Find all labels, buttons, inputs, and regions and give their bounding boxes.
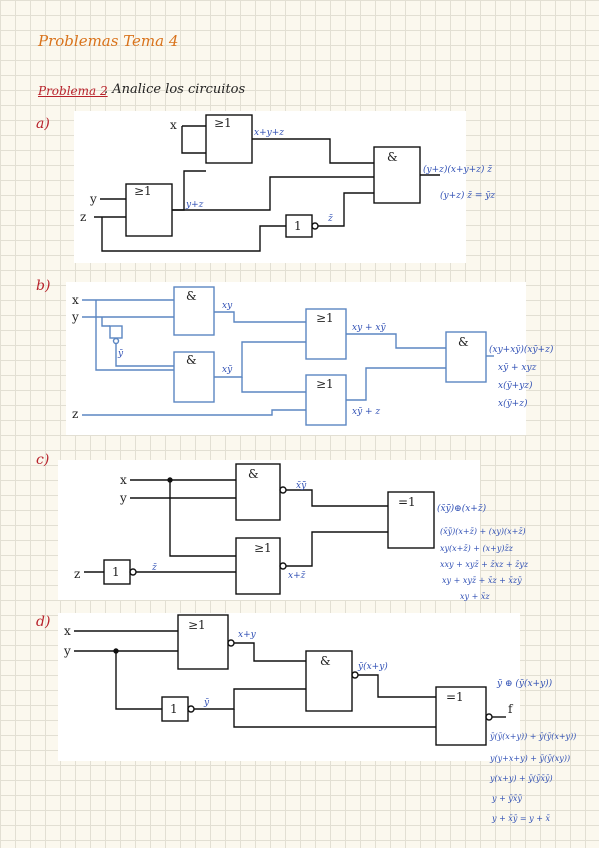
d-or-bubble bbox=[227, 639, 235, 647]
c-note-nand-out: x̄ȳ̄ bbox=[296, 481, 307, 491]
problem-instruction: . Analice los circuitos bbox=[104, 82, 246, 97]
circuit-c-card: x y z & ≥1 1 =1 x̄ȳ̄ z̄ x+z̄ bbox=[58, 460, 480, 600]
d-xor-gate-label: =1 bbox=[446, 690, 464, 704]
c-input-x: x bbox=[120, 473, 127, 487]
c-or-gate-label: ≥1 bbox=[254, 541, 272, 555]
d-result-5: y + ȳx̄ȳ bbox=[492, 794, 522, 803]
b-note-or2-out: xȳ + z bbox=[352, 407, 380, 417]
d-result-2: ȳ(ȳ(x+y)) + ȳ(ȳ(x+y)) bbox=[490, 732, 577, 741]
b-result-3: x(ȳ+yz) bbox=[498, 381, 533, 391]
c-xor-gate-label: =1 bbox=[398, 495, 416, 509]
d-note-not-out: ȳ bbox=[203, 698, 210, 708]
a-note-or1-out: x+y+z bbox=[254, 128, 284, 138]
a-result-1: (y+z)(x+y+z) z̄ bbox=[423, 165, 492, 175]
c-note-nor-out: x+z̄ bbox=[288, 571, 306, 581]
b-input-y: y bbox=[71, 310, 79, 324]
section-b-label: b) bbox=[36, 278, 51, 294]
b-note-and1-out: xy bbox=[222, 301, 233, 311]
circuit-d-card: x y ≥1 & 1 =1 f x+y ȳ ȳ(x+y) bbox=[58, 613, 520, 761]
b-not-bubble bbox=[112, 337, 120, 345]
b-and-gate-out bbox=[445, 331, 487, 383]
a-input-z: z bbox=[80, 210, 86, 224]
b-and-gate-top-label: & bbox=[186, 289, 197, 303]
c-result-4: xxy + xyz̄ + z̄xz + z̄yz bbox=[440, 560, 529, 569]
d-input-y: y bbox=[63, 644, 71, 658]
d-or-gate-label: ≥1 bbox=[188, 618, 206, 632]
d-input-x: x bbox=[64, 624, 71, 638]
c-result-6: xy + x̄z bbox=[460, 592, 490, 601]
d-not-gate-label: 1 bbox=[170, 702, 178, 716]
a-note-not-out: z̄ bbox=[327, 214, 333, 224]
b-and-gate-top bbox=[173, 286, 215, 336]
b-not-gate bbox=[109, 325, 123, 339]
section-a-label: a) bbox=[36, 116, 50, 132]
c-and-gate-label: & bbox=[248, 467, 259, 481]
circuit-a-card: ≥1 ≥1 & 1 x y z x+y+z y+z z̄ bbox=[74, 111, 466, 263]
b-or-gate-bottom-label: ≥1 bbox=[316, 377, 334, 391]
b-result-4: x(ȳ+z) bbox=[498, 399, 528, 409]
d-result-1: ȳ ⊕ (ȳ(x+y)) bbox=[497, 679, 553, 689]
b-and-gate-out-label: & bbox=[458, 335, 469, 349]
d-and-bubble bbox=[351, 671, 359, 679]
section-d-label: d) bbox=[36, 614, 51, 630]
a-and-gate-label: & bbox=[387, 150, 398, 164]
a-result-2: (y+z) z̄ = ȳz bbox=[440, 191, 496, 201]
a-note-or2-out: y+z bbox=[185, 200, 204, 210]
c-note-not-out: z̄ bbox=[151, 563, 157, 573]
d-not-bubble bbox=[187, 705, 195, 713]
c-result-3: xy(x+z̄) + (x+y)z̄z bbox=[440, 544, 513, 553]
circuit-a-diagram: ≥1 ≥1 & 1 x y z x+y+z y+z z̄ bbox=[80, 114, 440, 252]
c-input-y: y bbox=[119, 491, 127, 505]
c-result-5: xy + xyz̄ + x̄z + x̄zȳ bbox=[442, 576, 522, 585]
c-not-gate-label: 1 bbox=[112, 565, 120, 579]
b-and-gate-bottom-label: & bbox=[186, 353, 197, 367]
d-note-nor-out: x+y bbox=[238, 630, 257, 640]
circuit-b-diagram: x y z & & ≥1 ≥1 & xy xȳ ȳ xy + xȳ xȳ + z bbox=[71, 286, 494, 426]
c-or-bubble bbox=[279, 562, 287, 570]
a-or-gate-top-label: ≥1 bbox=[214, 116, 232, 130]
b-note-and2-out: xȳ bbox=[222, 365, 233, 375]
b-input-z: z bbox=[72, 407, 78, 421]
c-and-bubble bbox=[279, 486, 287, 494]
b-note-ybar: ȳ bbox=[117, 349, 124, 359]
d-result-6: y + x̄ȳ = y + x̄ bbox=[492, 814, 550, 823]
d-and-gate-label: & bbox=[320, 654, 331, 668]
c-result-2: (x̄ȳ̄)(x+z̄) + (xy)(x+z̄) bbox=[440, 527, 526, 536]
d-and-gate bbox=[305, 650, 353, 712]
a-input-y: y bbox=[89, 192, 97, 206]
section-c-label: c) bbox=[36, 452, 50, 468]
d-result-4: y(x+y) + ȳ(ȳx̄ȳ) bbox=[490, 774, 553, 783]
a-or-gate-bottom-label: ≥1 bbox=[134, 184, 152, 198]
c-not-bubble bbox=[129, 568, 137, 576]
b-or-gate-top-label: ≥1 bbox=[316, 311, 334, 325]
circuit-b-card: x y z & & ≥1 ≥1 & xy xȳ ȳ xy + xȳ xȳ + z bbox=[66, 282, 526, 435]
d-note-nand-out: ȳ(x+y) bbox=[357, 661, 388, 672]
d-output-f: f bbox=[508, 702, 514, 716]
d-xor-bubble bbox=[485, 713, 493, 721]
a-input-x: x bbox=[170, 118, 177, 132]
page-title: Problemas Tema 4 bbox=[38, 32, 179, 50]
c-input-z: z bbox=[74, 567, 80, 581]
b-result-2: xȳ + xyz bbox=[498, 363, 537, 373]
circuit-d-diagram: x y ≥1 & 1 =1 f x+y ȳ ȳ(x+y) bbox=[63, 614, 514, 746]
problem-label: Problema 2 bbox=[38, 84, 108, 98]
d-result-3: y(y+x+y) + ȳ(ȳ(xy)) bbox=[490, 754, 571, 763]
b-note-or1-out: xy + xȳ bbox=[352, 323, 386, 333]
c-result-1: (x̄ȳ̄)⊕(x+z̄) bbox=[437, 504, 487, 514]
circuit-c-diagram: x y z & ≥1 1 =1 x̄ȳ̄ z̄ x+z̄ bbox=[74, 463, 435, 595]
a-not-bubble bbox=[311, 222, 319, 230]
b-result-1: (xy+xȳ)(xȳ+z) bbox=[489, 345, 554, 355]
b-input-x: x bbox=[72, 293, 79, 307]
c-xor-gate bbox=[387, 491, 435, 549]
a-not-gate-label: 1 bbox=[294, 219, 302, 233]
